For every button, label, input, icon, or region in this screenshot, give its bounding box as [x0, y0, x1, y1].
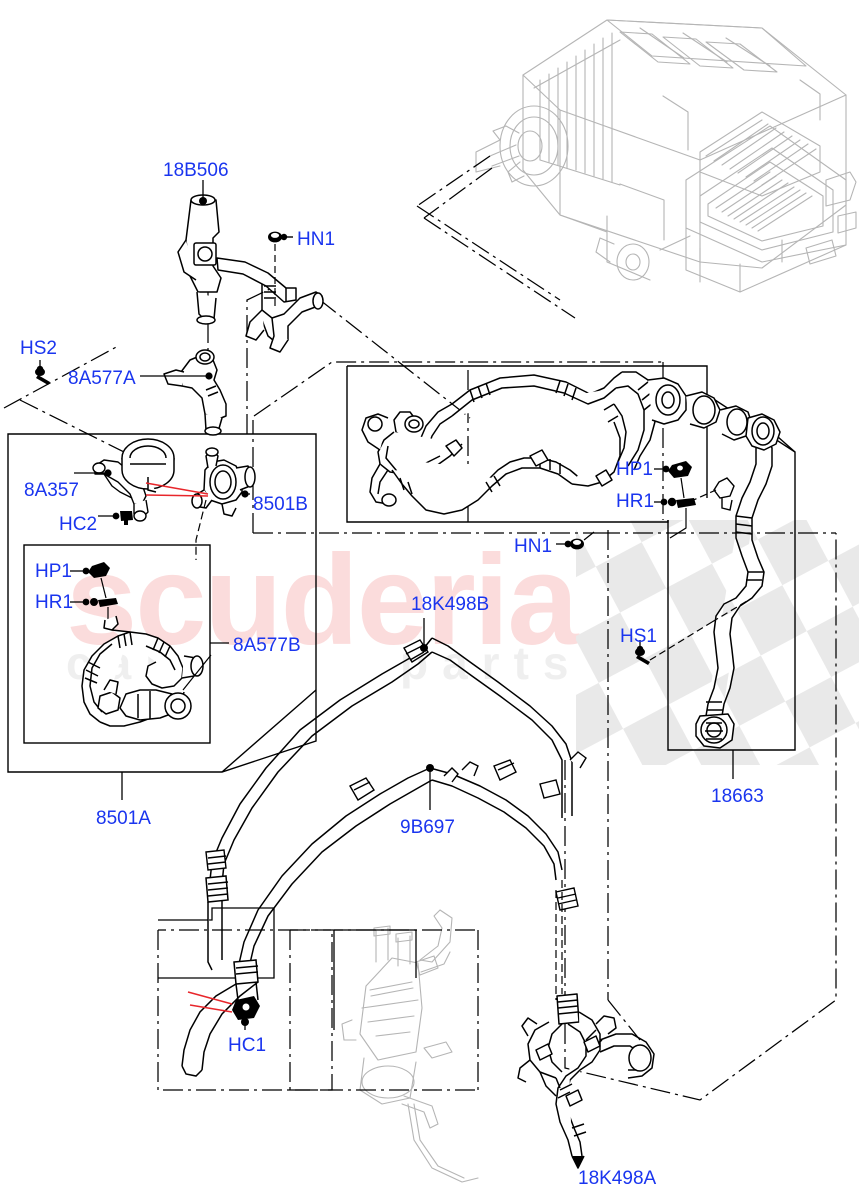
label-18663[interactable]: 18663	[711, 786, 764, 807]
part-HN1-top	[267, 231, 293, 310]
part-18663	[695, 413, 781, 749]
label-HP1-mid[interactable]: HP1	[616, 459, 653, 480]
part-HS2	[35, 360, 50, 385]
part-8A577A	[163, 349, 227, 436]
part-connector-pin-mid	[713, 477, 735, 511]
leader-8A577B-part	[182, 654, 212, 691]
callout-dot-8A577A	[205, 372, 213, 380]
part-HC2	[98, 511, 133, 525]
group-box-center-harness	[347, 365, 708, 498]
group-box-center-harness-left	[346, 366, 468, 523]
label-8501B[interactable]: 8501B	[253, 494, 308, 515]
label-HS2[interactable]: HS2	[20, 338, 57, 359]
part-8A577B	[81, 615, 204, 727]
label-8501A[interactable]: 8501A	[96, 808, 151, 829]
label-HN1-top[interactable]: HN1	[297, 229, 336, 250]
phantom-18K498A-drop	[555, 880, 563, 1000]
part-18K498A	[517, 993, 655, 1169]
hvac-heater-unit-ghost	[475, 19, 857, 293]
hose-ends-lower-left	[205, 875, 259, 1001]
label-HR1-left[interactable]: HR1	[35, 592, 74, 613]
phantom-right-column	[607, 530, 641, 1041]
callout-dot-8A357	[104, 469, 112, 477]
label-8A357[interactable]: 8A357	[24, 480, 79, 501]
phantom-hr1-mid	[679, 489, 717, 507]
part-HS1	[635, 621, 713, 665]
part-HP1-mid	[654, 461, 692, 499]
group-box-heater-module-b	[334, 929, 417, 978]
label-8A577A[interactable]: 8A577A	[68, 368, 136, 389]
heater-module-ghost	[341, 909, 479, 1183]
part-central-hose-harness	[361, 371, 753, 515]
label-18K498B[interactable]: 18K498B	[411, 594, 490, 615]
part-HC1	[187, 991, 260, 1030]
hose-clamps-9B697	[205, 639, 587, 911]
part-18B506	[177, 194, 297, 325]
part-grommet-ring	[121, 438, 175, 493]
label-HC2[interactable]: HC2	[59, 514, 98, 535]
highlight-arrows-8501B	[145, 482, 209, 497]
callout-dot-8501B	[241, 490, 249, 498]
phantom-8501B-drop	[195, 499, 207, 560]
part-18K498B-9B697-lines	[209, 637, 573, 973]
part-HP1-left	[70, 562, 110, 599]
callout-dot-18B506	[199, 197, 207, 205]
label-9B697[interactable]: 9B697	[400, 817, 455, 838]
checkered-flag-watermark	[576, 520, 859, 765]
group-box-hn1-hs1	[468, 520, 669, 523]
label-HR1-mid[interactable]: HR1	[616, 491, 655, 512]
part-lower-left-wire	[181, 981, 259, 1077]
label-18K498A[interactable]: 18K498A	[578, 1168, 657, 1189]
part-hose-tee-upper	[245, 284, 324, 353]
label-HC1[interactable]: HC1	[228, 1035, 267, 1056]
part-8501B	[191, 447, 256, 517]
label-18B506[interactable]: 18B506	[163, 160, 229, 181]
callout-dot-9B697	[426, 764, 434, 772]
part-HN1-mid	[556, 531, 595, 550]
phantom-18663-pointer	[711, 597, 753, 623]
group-box-8501A-chamfer	[221, 689, 317, 773]
label-HS1[interactable]: HS1	[620, 626, 657, 647]
label-HN1-mid[interactable]: HN1	[514, 536, 553, 557]
part-HR1-left	[70, 598, 118, 620]
label-8A577B[interactable]: 8A577B	[233, 635, 301, 656]
label-HP1-left[interactable]: HP1	[35, 561, 72, 582]
callout-dot-18K498B	[420, 644, 428, 652]
group-box-8A577B	[23, 544, 211, 744]
